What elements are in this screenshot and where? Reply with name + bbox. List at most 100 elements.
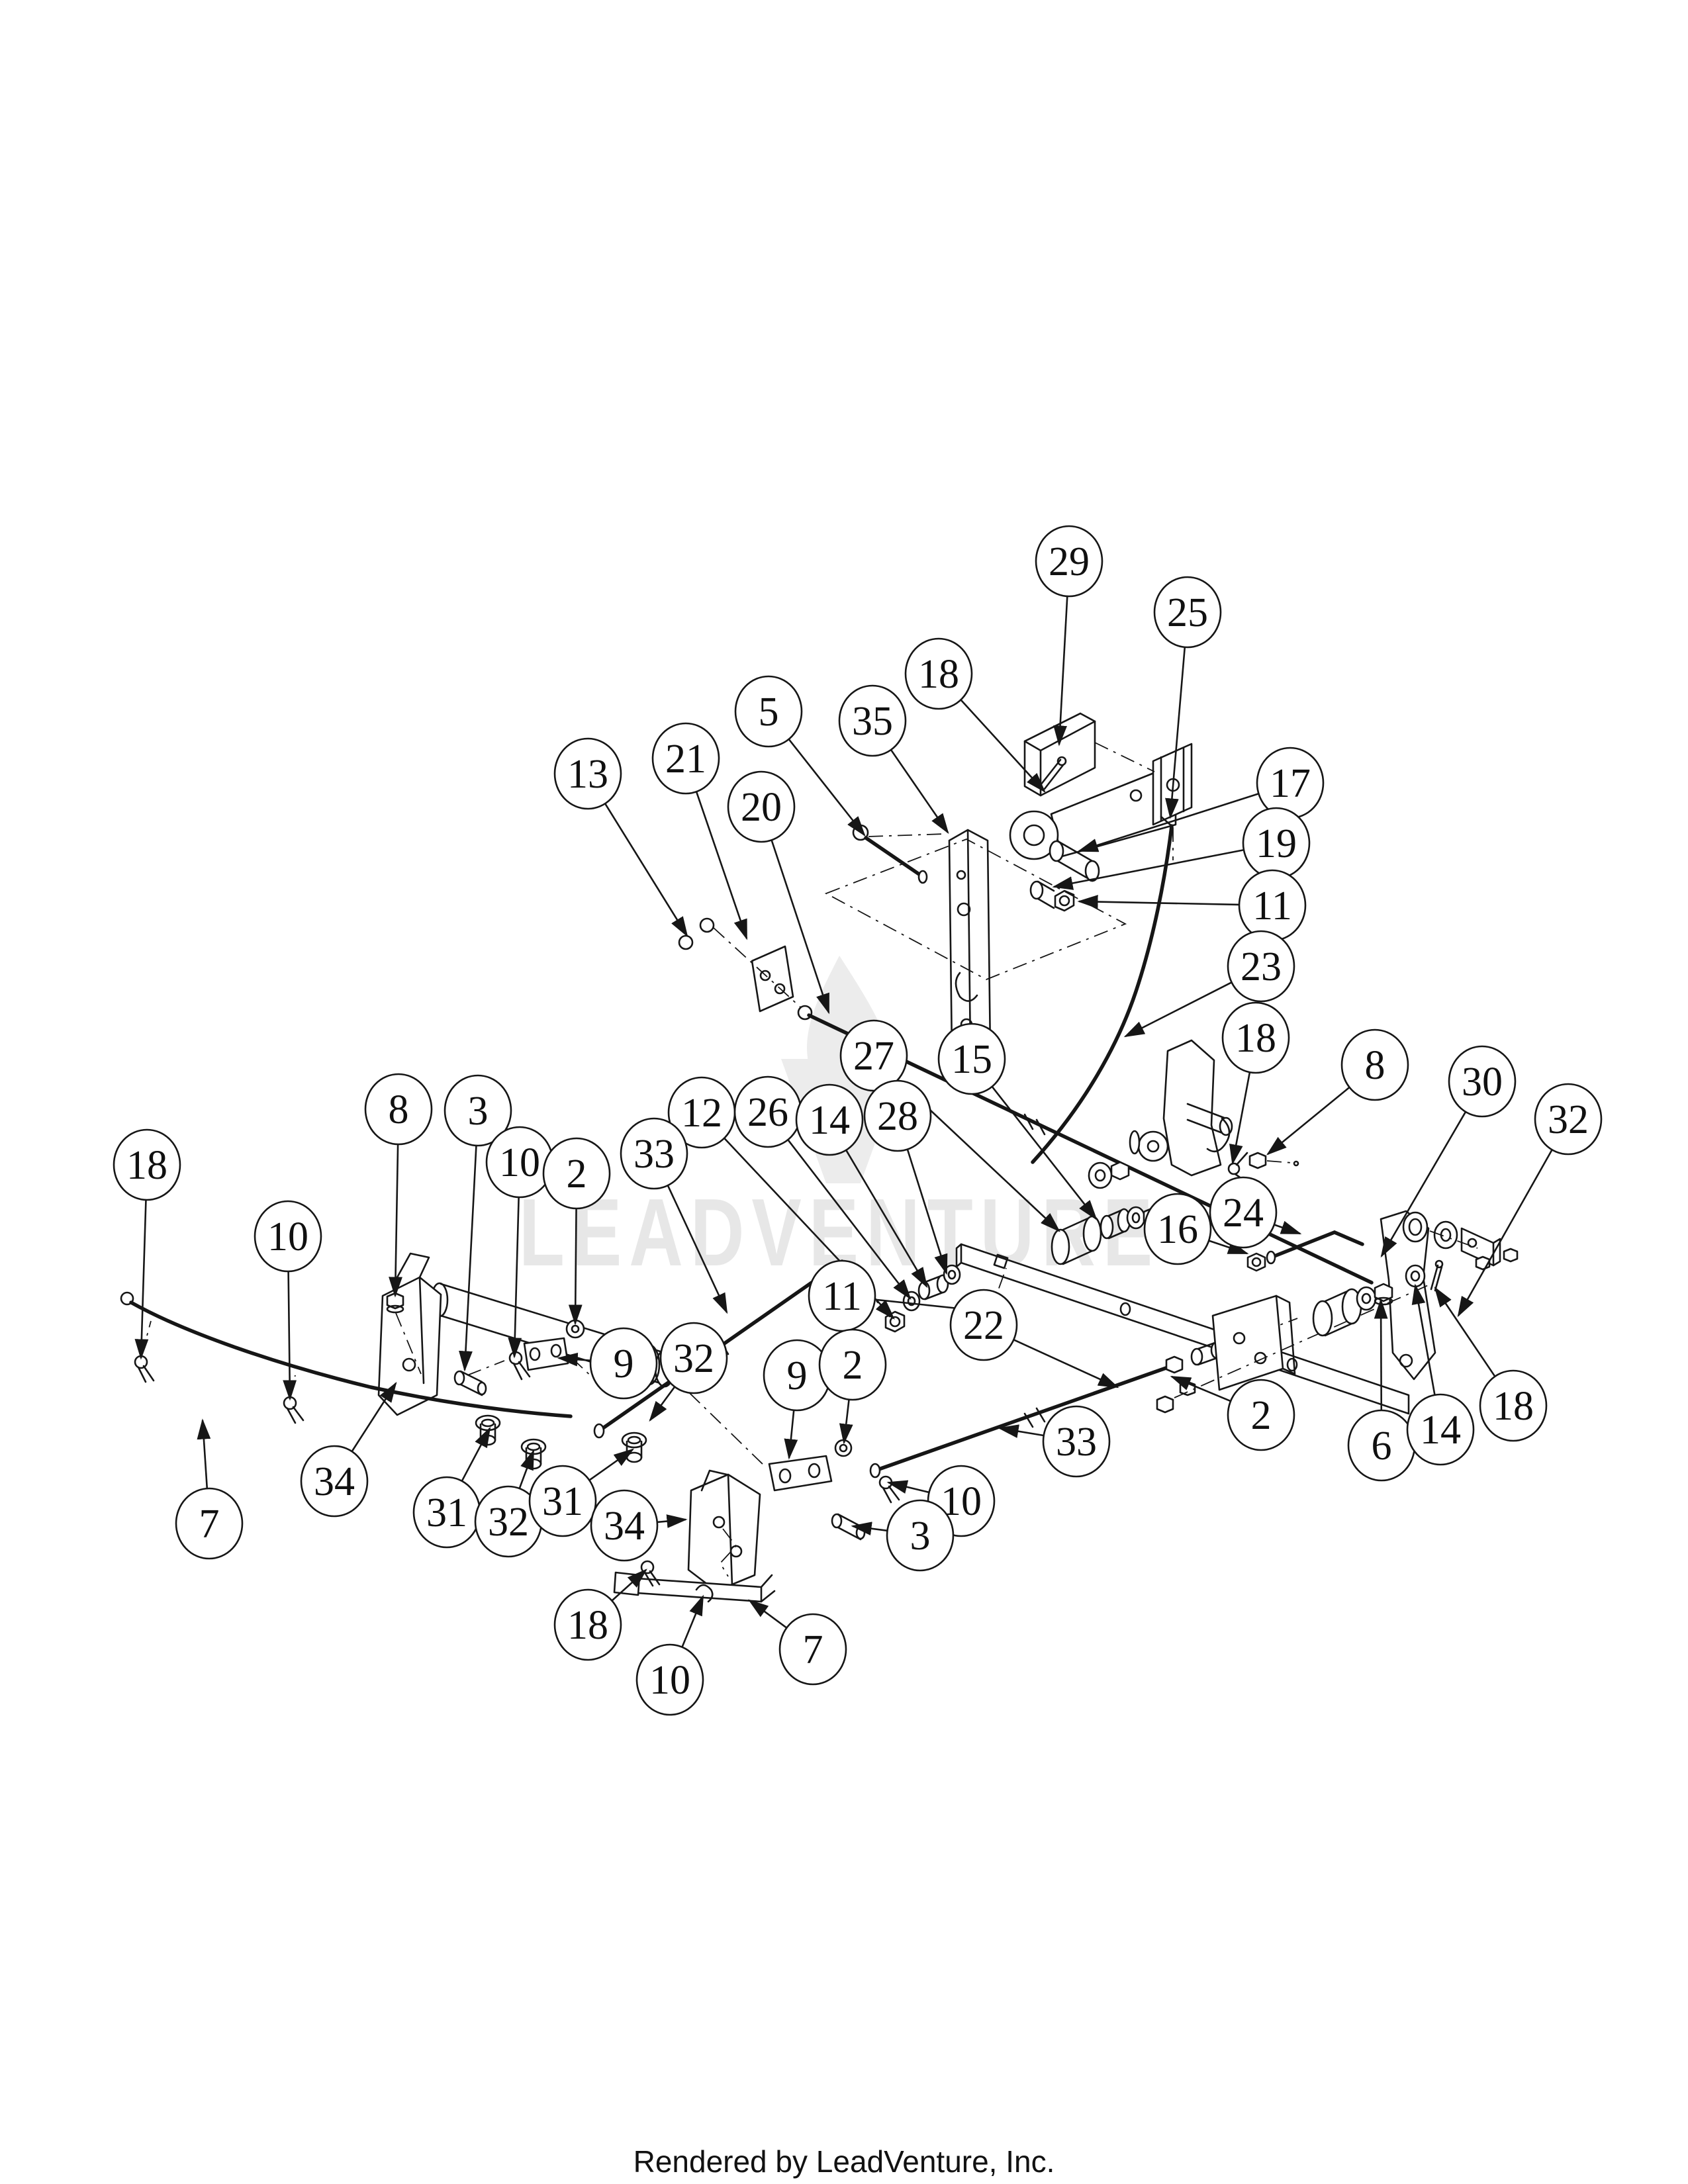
callout-balloon xyxy=(620,1117,688,1190)
callout-number: 18 xyxy=(1493,1384,1534,1429)
leader-line xyxy=(611,1569,647,1602)
callout-number: 34 xyxy=(314,1459,355,1504)
callout-28: 28 xyxy=(863,1079,948,1275)
leader-line xyxy=(588,1448,635,1481)
callout-balloon xyxy=(364,1073,433,1146)
callout-23: 23 xyxy=(1123,930,1295,1038)
callout-18: 18 xyxy=(1221,1001,1290,1165)
callout-number: 28 xyxy=(877,1094,918,1139)
callout-number: 2 xyxy=(567,1152,587,1197)
callout-9: 9 xyxy=(557,1327,658,1400)
footer-text: Rendered by LeadVenture, Inc. xyxy=(633,2144,1055,2179)
leader-line xyxy=(851,1522,888,1535)
callout-number: 8 xyxy=(1365,1043,1385,1088)
callout-balloon xyxy=(659,1322,728,1394)
leader-line xyxy=(886,1480,929,1494)
callout-14: 14 xyxy=(795,1083,928,1289)
callout-number: 31 xyxy=(426,1490,467,1535)
callout-number: 9 xyxy=(614,1342,634,1387)
callout-balloon xyxy=(818,1328,887,1401)
callout-number: 18 xyxy=(918,652,959,697)
callout-10: 10 xyxy=(254,1200,322,1401)
bolts-13 xyxy=(678,917,806,1012)
hairpin-10-center xyxy=(878,1475,900,1504)
callout-balloon xyxy=(1534,1083,1603,1156)
callout-number: 18 xyxy=(567,1603,608,1648)
callout-number: 9 xyxy=(787,1353,808,1398)
leader-line xyxy=(1229,1071,1251,1165)
callout-balloon xyxy=(113,1128,181,1201)
callout-number: 26 xyxy=(747,1090,788,1135)
callout-15: 15 xyxy=(937,1023,1098,1221)
callout-12: 12 xyxy=(667,1076,895,1320)
callout-number: 6 xyxy=(1372,1424,1392,1469)
callout-balloon xyxy=(734,675,803,748)
callout-number: 10 xyxy=(267,1214,308,1259)
callout-2: 2 xyxy=(818,1328,887,1445)
leader-line xyxy=(991,1086,1098,1221)
washer-32-right xyxy=(1433,1220,1458,1250)
callout-21: 21 xyxy=(651,722,748,940)
callout-13: 13 xyxy=(553,737,688,938)
leader-line xyxy=(1077,793,1259,852)
callout-33: 33 xyxy=(620,1117,728,1314)
callout-balloon xyxy=(553,1588,622,1661)
callout-10: 10 xyxy=(635,1594,704,1716)
bushings-31-32 xyxy=(475,1414,647,1470)
leader-line xyxy=(283,1271,297,1401)
callout-18: 18 xyxy=(904,637,1046,793)
callout-balloon xyxy=(553,737,622,810)
leader-line xyxy=(695,791,748,940)
leader-line xyxy=(998,1424,1044,1438)
callout-30: 30 xyxy=(1380,1045,1517,1258)
callout-31: 31 xyxy=(528,1448,635,1537)
callout-balloon xyxy=(300,1445,369,1518)
callout-26: 26 xyxy=(733,1075,912,1300)
callout-number: 14 xyxy=(1420,1408,1461,1453)
leader-line xyxy=(518,1449,535,1489)
callout-14: 14 xyxy=(1406,1283,1475,1466)
leader-line xyxy=(197,1418,211,1489)
leader-line xyxy=(351,1381,397,1452)
callout-33: 33 xyxy=(998,1405,1111,1478)
leader-line xyxy=(787,1139,912,1300)
callout-24: 24 xyxy=(1209,1176,1302,1249)
callout-10: 10 xyxy=(485,1126,554,1359)
lift-arm xyxy=(1088,1039,1233,1189)
callout-balloon xyxy=(863,1079,932,1152)
callout-balloon xyxy=(175,1487,244,1560)
callout-balloon xyxy=(254,1200,322,1273)
callout-number: 18 xyxy=(1235,1016,1276,1061)
callout-8: 8 xyxy=(364,1073,433,1298)
callout-number: 32 xyxy=(673,1336,714,1381)
callout-balloon xyxy=(542,1137,611,1210)
leader-line xyxy=(1208,1240,1249,1255)
plate-21 xyxy=(751,945,794,1013)
leader-line xyxy=(1123,981,1233,1038)
leader-line xyxy=(1165,647,1186,819)
bolt-8-right xyxy=(1248,1152,1299,1169)
callout-number: 10 xyxy=(649,1658,690,1703)
callout-number: 32 xyxy=(1548,1097,1589,1142)
callout-number: 15 xyxy=(951,1037,992,1082)
clevis-pin-3-left xyxy=(453,1360,505,1396)
callout-2: 2 xyxy=(542,1137,611,1326)
callout-number: 25 xyxy=(1167,590,1208,635)
callout-20: 20 xyxy=(727,770,830,1015)
callout-balloon xyxy=(444,1074,512,1147)
diagram-parts xyxy=(120,712,1519,1603)
callout-3: 3 xyxy=(851,1499,955,1572)
leader-line xyxy=(890,749,949,835)
leader-line xyxy=(747,1599,788,1629)
callout-number: 3 xyxy=(468,1089,489,1134)
callout-number: 23 xyxy=(1241,944,1282,989)
callout-balloon xyxy=(1448,1045,1517,1118)
leader-line xyxy=(649,1386,676,1422)
callout-2: 2 xyxy=(1170,1375,1295,1451)
callout-18: 18 xyxy=(553,1569,647,1661)
bushings-15-27 xyxy=(1051,1206,1161,1265)
callout-18: 18 xyxy=(113,1128,181,1360)
callout-number: 34 xyxy=(604,1504,645,1549)
leader-line xyxy=(134,1199,149,1360)
